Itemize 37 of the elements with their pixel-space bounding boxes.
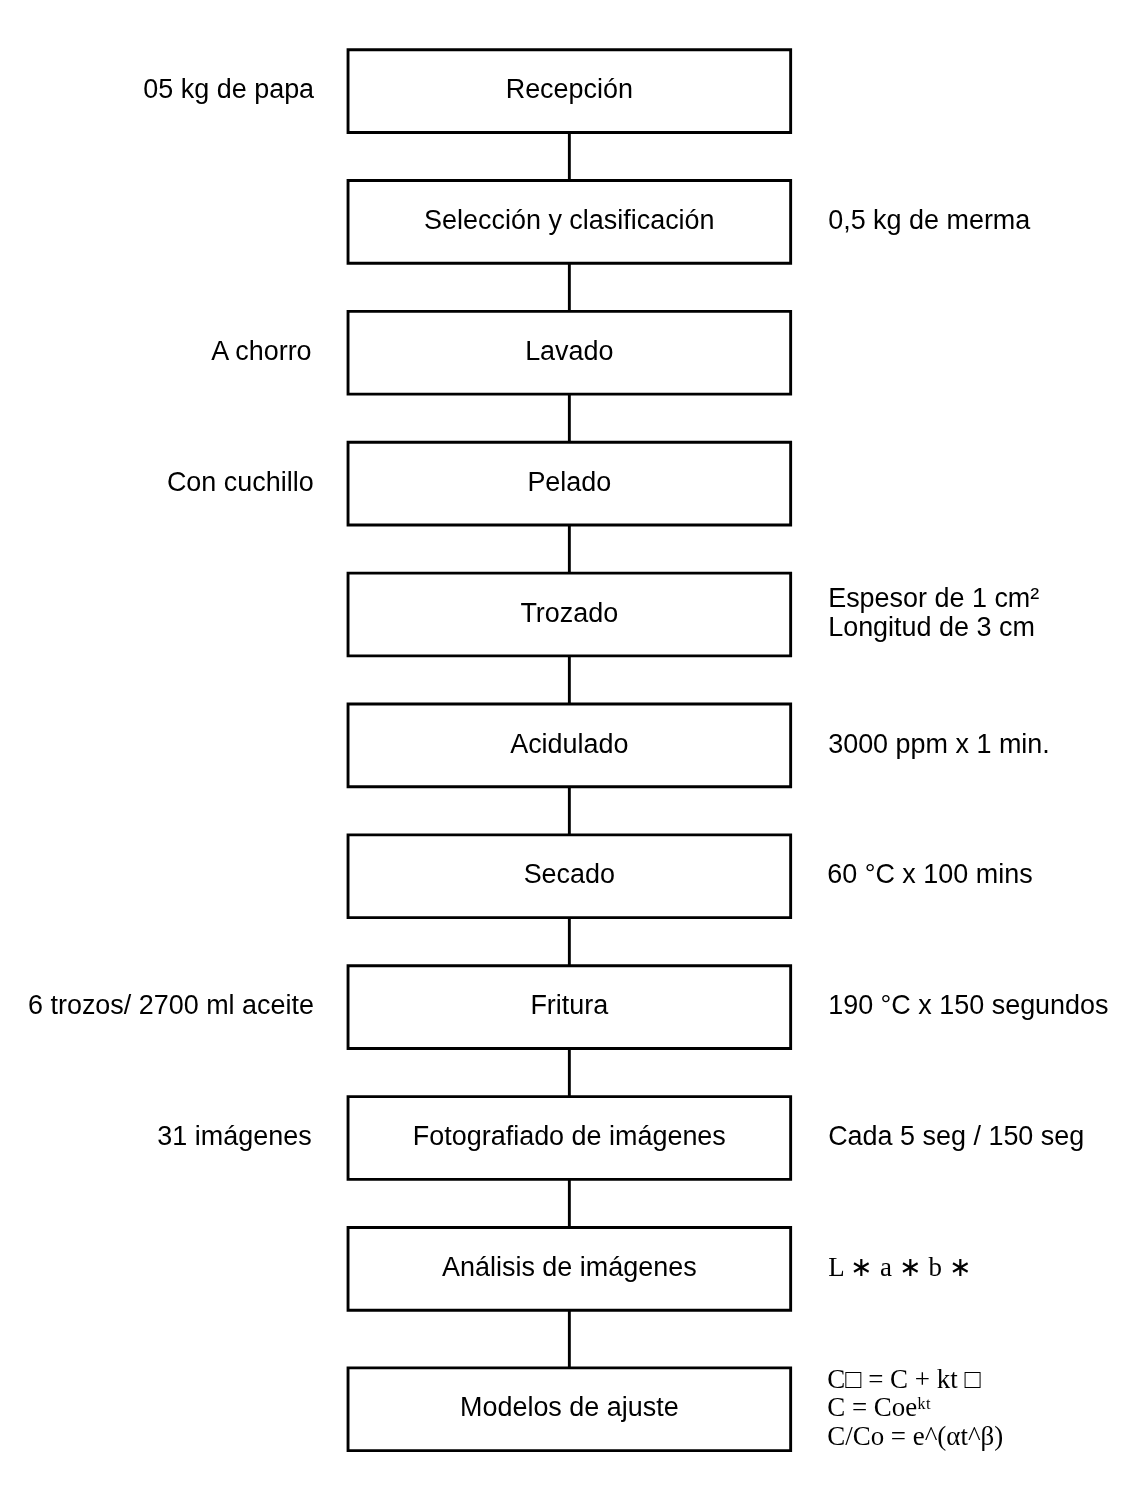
node-label: Espesor de 1 cm² (828, 583, 1040, 614)
node-label: 60 °C x 100 mins (827, 859, 1033, 890)
node-box: Secado (346, 833, 793, 920)
node-label: 6 trozos/ 2700 ml aceite (27, 990, 314, 1021)
node-label: C□ = C + kt □ (827, 1363, 981, 1394)
node-box: Análisis de imágenes (346, 1226, 793, 1312)
node-box: Lavado (346, 309, 793, 396)
node-label: 31 imágenes (157, 1121, 312, 1152)
node-box: Fritura (346, 964, 793, 1050)
node-label: 190 °C x 150 segundos (828, 990, 1109, 1021)
connector (567, 394, 571, 442)
node-box: Recepción (346, 48, 793, 134)
connector (567, 917, 571, 966)
connector (567, 1179, 571, 1227)
node-label: 3000 ppm x 1 min. (828, 728, 1050, 759)
node-box: Trozado (346, 571, 793, 658)
node-label: C = Coeᵏᵗ (827, 1392, 931, 1423)
node-box: Fotografiado de imágenes (346, 1095, 793, 1181)
node-label: C/Co = e^(αt^β) (827, 1421, 1004, 1452)
node-label: Con cuchillo (166, 466, 314, 497)
connector (567, 786, 571, 835)
node-box: Selección y clasificación (346, 179, 793, 265)
node-box: Modelos de ajuste (346, 1366, 793, 1453)
node-box: Pelado (346, 440, 793, 527)
node-box: Acidulado (346, 702, 793, 789)
node-label: Longitud de 3 cm (828, 612, 1035, 643)
connector (567, 1048, 571, 1097)
node-label: Cada 5 seg / 150 seg (828, 1121, 1085, 1152)
connector (567, 263, 571, 311)
node-label: 0,5 kg de merma (828, 205, 1031, 236)
node-label: A chorro (211, 335, 312, 366)
node-label: L ∗ a ∗ b ∗ (828, 1251, 972, 1282)
connector (567, 1310, 571, 1368)
connector (567, 525, 571, 573)
connector (567, 132, 571, 181)
connector (567, 655, 571, 704)
node-label: 05 kg de papa (143, 74, 315, 105)
